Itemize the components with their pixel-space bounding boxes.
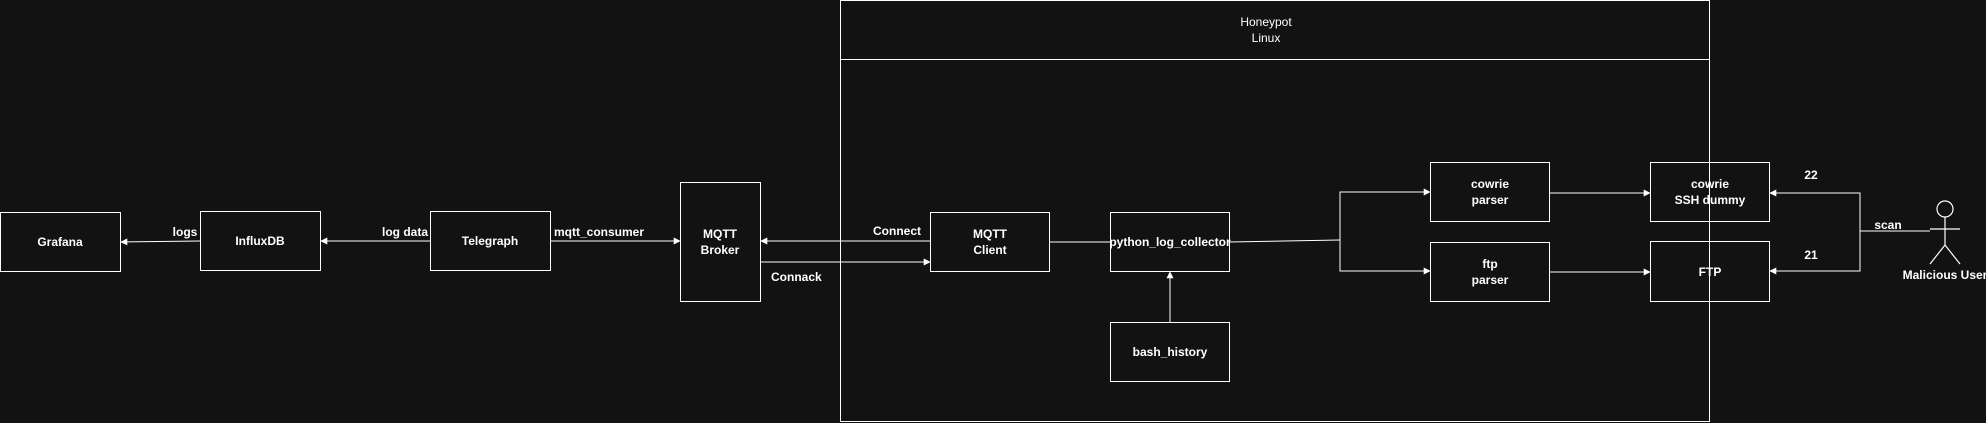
node-influxdb-label: InfluxDB [235,234,285,248]
node-influxdb[interactable]: InfluxDB [200,211,321,271]
node-python-log-collector[interactable]: python_log_collector [1109,212,1231,272]
node-bash-history[interactable]: bash_history [1110,322,1230,382]
node-cowrie-ssh-dummy-label-line2: SSH dummy [1675,193,1746,207]
edge-port-21-label: 21 [1804,248,1818,262]
node-mqtt-broker[interactable]: MQTT Broker [680,182,761,302]
edge-broker-to-client-connack: Connack [761,258,931,284]
node-grafana[interactable]: Grafana [0,212,121,272]
node-ftp-parser-label-line1: ftp [1482,257,1497,271]
node-cowrie-ssh-dummy[interactable]: cowrie SSH dummy [1650,162,1770,222]
node-telegraph[interactable]: Telegraph [430,211,551,271]
actor-head [1936,200,1954,218]
node-cowrie-parser[interactable]: cowrie parser [1430,162,1550,222]
node-ftp-parser-label-line2: parser [1472,273,1509,287]
edge-scan-from-user: scan 22 21 [1769,168,1930,275]
actor-leg-left [1929,244,1946,265]
edge-collector-to-parsers [1229,188,1431,275]
honeypot-linux-container: Honeypot Linux [840,0,1710,422]
node-mqtt-client[interactable]: MQTT Client [930,212,1050,272]
actor-malicious-user[interactable]: Malicious User [1903,200,1986,282]
actor-malicious-user-label: Malicious User [1903,268,1986,282]
edge-connect-label: Connect [873,224,921,238]
edge-client-to-broker-connect: Connect [760,224,930,245]
edge-broker-to-telegraph: mqtt_consumer [551,225,681,245]
edge-mqtt-consumer-label: mqtt_consumer [554,225,644,239]
node-mqtt-broker-label-line2: Broker [701,243,740,257]
edge-logs-label: logs [173,225,198,239]
edge-telegraph-to-influxdb: log data [320,225,430,245]
edge-influxdb-to-grafana: logs [120,225,201,246]
node-cowrie-ssh-dummy-label-line1: cowrie [1691,177,1729,191]
node-python-log-collector-label: python_log_collector [1109,235,1231,249]
node-grafana-label: Grafana [37,235,83,249]
edge-log-data-label: log data [382,225,428,239]
edge-scan-label: scan [1874,218,1901,232]
node-bash-history-label: bash_history [1133,345,1208,359]
node-ftp-parser[interactable]: ftp parser [1430,242,1550,302]
actor-leg-right [1944,244,1961,265]
node-cowrie-parser-label-line2: parser [1472,193,1509,207]
node-ftp-label: FTP [1699,265,1722,279]
node-mqtt-client-label-line1: MQTT [973,227,1008,241]
node-cowrie-parser-label-line1: cowrie [1471,177,1509,191]
container-title-line2: Linux [1252,31,1281,45]
edge-port-22-label: 22 [1804,168,1818,182]
container-title-line1: Honeypot [1240,15,1292,29]
edge-connack-label: Connack [771,270,822,284]
node-mqtt-broker-label-line1: MQTT [703,227,738,241]
node-telegraph-label: Telegraph [462,234,518,248]
node-mqtt-client-label-line2: Client [973,243,1006,257]
